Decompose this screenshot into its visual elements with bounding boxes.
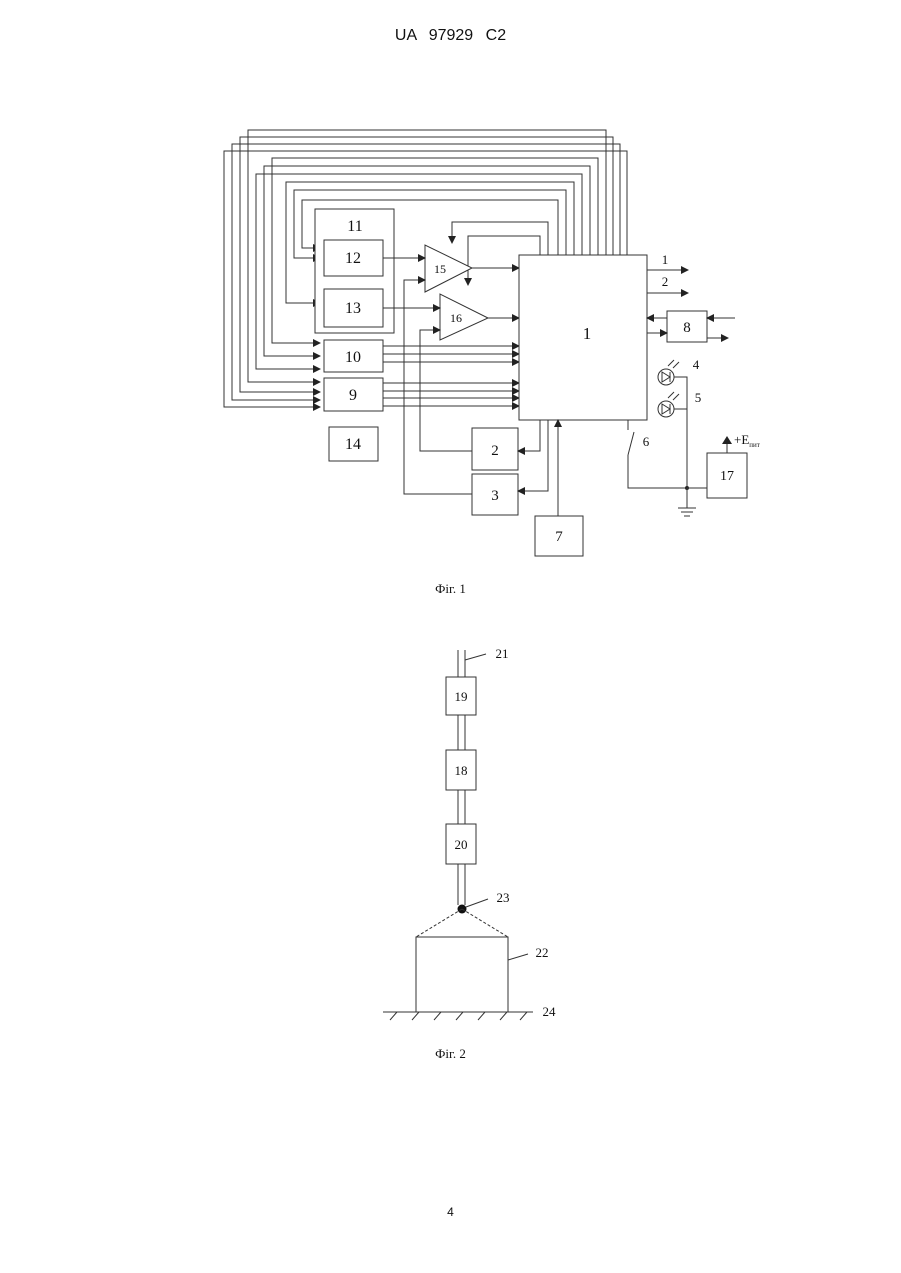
figure-2-caption: Фіг. 2 xyxy=(0,1046,901,1062)
block-19-label: 19 xyxy=(455,689,468,704)
label-21: 21 xyxy=(496,646,509,661)
page-number: 4 xyxy=(0,1205,901,1219)
object-22 xyxy=(416,937,508,1012)
label-22: 22 xyxy=(536,945,549,960)
leader-21 xyxy=(465,654,486,660)
leader-22 xyxy=(508,954,528,960)
label-23: 23 xyxy=(497,890,510,905)
label-24: 24 xyxy=(543,1004,557,1019)
block-18-label: 18 xyxy=(455,763,468,778)
leader-23 xyxy=(466,899,488,907)
ground-surface-24 xyxy=(383,1012,533,1020)
block-20-label: 20 xyxy=(455,837,468,852)
